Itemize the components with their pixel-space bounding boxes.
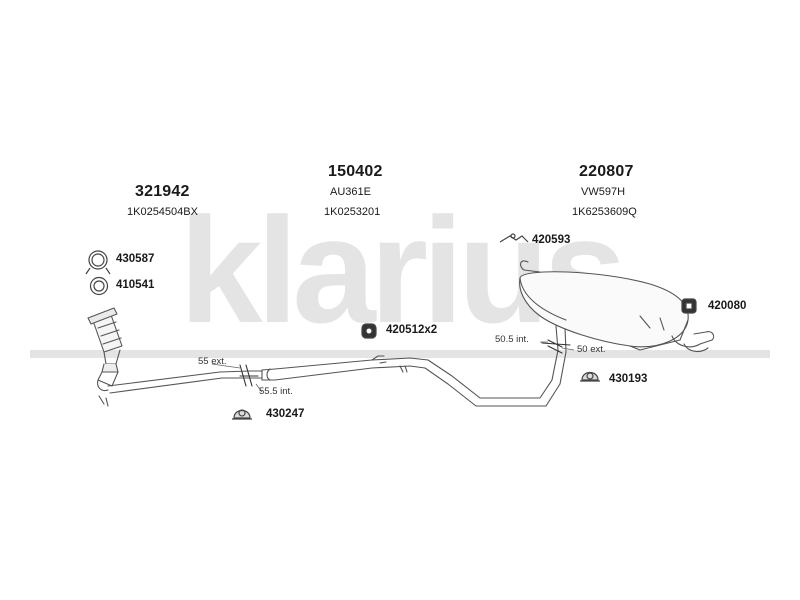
- bracket-icon: [499, 233, 529, 243]
- part-label-430193: 430193: [609, 373, 648, 385]
- middle-code: AU361E: [330, 186, 371, 198]
- middle-oe-reference: 1K0253201: [324, 206, 381, 218]
- part-label-410541: 410541: [116, 279, 155, 291]
- pipe-clamp-icon: [232, 409, 252, 420]
- rubber-mount-icon: [361, 323, 377, 339]
- clamp-icon: [85, 250, 111, 275]
- part-label-420512: 420512x2: [386, 324, 438, 336]
- part-label-420593: 420593: [532, 234, 571, 246]
- dimension-55-5-int: 55.5 int.: [259, 386, 293, 397]
- rear-code: VW597H: [581, 186, 626, 198]
- dimension-55-ext: 55 ext.: [198, 356, 227, 367]
- front-pipe: [107, 370, 263, 394]
- part-label-430587: 430587: [116, 253, 155, 265]
- joint-marks: [239, 339, 571, 387]
- middle-part-number: 150402: [328, 163, 383, 180]
- pipe-clamp-icon: [580, 371, 600, 382]
- dimension-50-ext: 50 ext.: [577, 344, 606, 355]
- middle-pipe: [261, 315, 569, 407]
- catalytic-oe-reference: 1K0254504BX: [127, 206, 198, 218]
- rear-oe-reference: 1K6253609Q: [572, 206, 637, 218]
- gasket-ring-icon: [89, 276, 109, 296]
- watermark-underline: [30, 350, 770, 358]
- rubber-mount-icon: [681, 298, 697, 314]
- dimension-50-5-int: 50.5 int.: [495, 334, 529, 345]
- catalytic-converter: [87, 307, 123, 407]
- rear-part-number: 220807: [579, 163, 634, 180]
- rear-silencer: [519, 260, 715, 353]
- part-label-420080: 420080: [708, 300, 747, 312]
- part-icons: [85, 233, 697, 420]
- dimension-leaders: [211, 341, 575, 393]
- part-label-430247: 430247: [266, 408, 305, 420]
- catalytic-part-number: 321942: [135, 183, 190, 200]
